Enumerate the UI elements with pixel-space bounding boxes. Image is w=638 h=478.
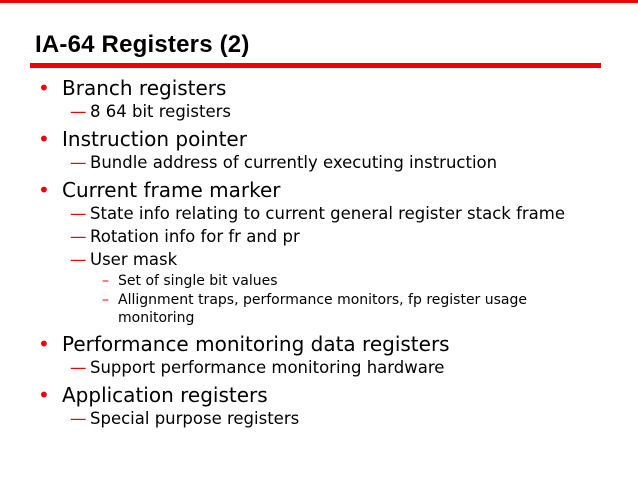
list-item-text: Bundle address of currently executing in…: [90, 153, 498, 172]
list-item-text: Set of single bit values: [118, 273, 278, 289]
bullet-icon: •: [38, 332, 50, 356]
bullet-icon: •: [38, 127, 50, 151]
dash-icon: —: [70, 204, 87, 223]
list-item: — User mask: [70, 249, 578, 270]
top-accent-line: [0, 0, 638, 3]
dash-icon: —: [70, 102, 87, 121]
list-item: — Rotation info for fr and pr: [70, 226, 578, 247]
list-item-text: Current frame marker: [62, 178, 281, 202]
bullet-icon: •: [38, 383, 50, 407]
list-item-text: Support performance monitoring hardware: [90, 358, 445, 377]
list-item-text: User mask: [90, 250, 178, 269]
bullet-icon: •: [38, 178, 50, 202]
list-item: – Set of single bit values: [102, 272, 578, 290]
list-item-text: Application registers: [62, 383, 268, 407]
bullet-icon: •: [38, 76, 50, 100]
dash-icon: —: [70, 227, 87, 246]
dash-icon: —: [70, 153, 87, 172]
dash-icon: –: [102, 292, 109, 308]
list-item: — 8 64 bit registers: [70, 101, 578, 122]
list-item: — Special purpose registers: [70, 408, 578, 429]
bullet-list: • Branch registers — 8 64 bit registers …: [0, 75, 638, 429]
list-item-text: 8 64 bit registers: [90, 102, 231, 121]
list-item: • Current frame marker: [38, 177, 638, 203]
list-item-text: Allignment traps, performance monitors, …: [118, 292, 528, 326]
list-item: • Instruction pointer: [38, 126, 638, 152]
list-item-text: Special purpose registers: [90, 409, 300, 428]
list-item: • Branch registers: [38, 75, 638, 101]
list-item-text: Rotation info for fr and pr: [90, 227, 300, 246]
list-item: — Bundle address of currently executing …: [70, 152, 578, 173]
list-item: — State info relating to current general…: [70, 203, 578, 224]
dash-icon: —: [70, 358, 87, 377]
page-title: IA-64 Registers (2): [35, 31, 250, 58]
dash-icon: –: [102, 273, 109, 289]
list-item: • Application registers: [38, 382, 638, 408]
list-item-text: Performance monitoring data registers: [62, 332, 450, 356]
list-item: – Allignment traps, performance monitors…: [102, 291, 578, 327]
list-item-text: State info relating to current general r…: [90, 204, 565, 223]
list-item: • Performance monitoring data registers: [38, 331, 638, 357]
dash-icon: —: [70, 409, 87, 428]
list-item: — Support performance monitoring hardwar…: [70, 357, 578, 378]
dash-icon: —: [70, 250, 87, 269]
title-underline-rule: [30, 63, 601, 68]
slide-header: IA-64 Registers (2): [0, 31, 638, 68]
list-item-text: Branch registers: [62, 76, 227, 100]
list-item-text: Instruction pointer: [62, 127, 247, 151]
